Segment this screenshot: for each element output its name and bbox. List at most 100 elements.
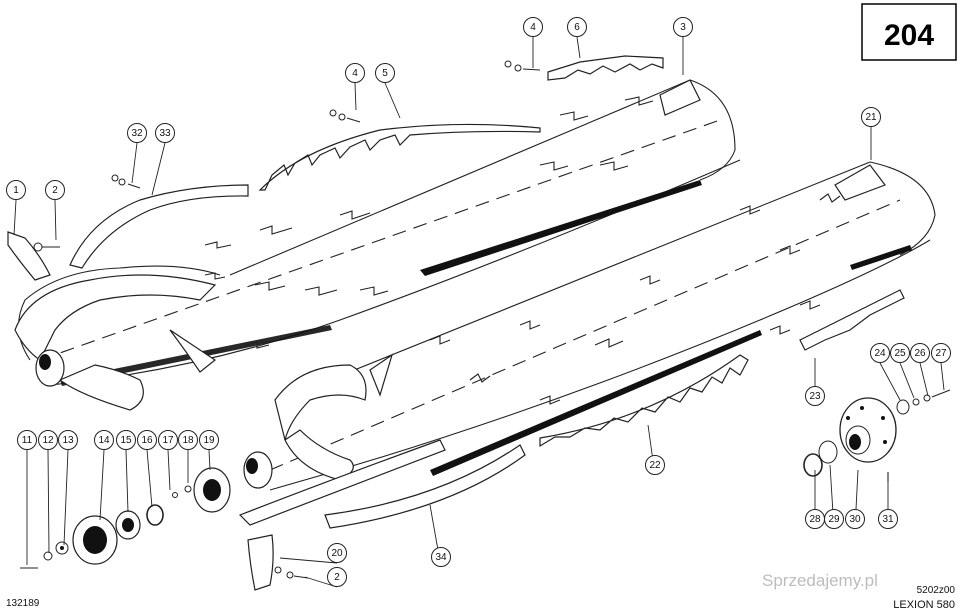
- callout-21: 21: [861, 107, 881, 160]
- callout-number: 31: [882, 514, 894, 525]
- callout-leader: [99, 449, 105, 521]
- callout-number: 30: [849, 514, 861, 525]
- callout-number: 1: [13, 185, 19, 196]
- callout-number: 24: [874, 348, 886, 359]
- callout-circle: [178, 430, 198, 450]
- callout-30: 30: [845, 469, 865, 530]
- callout-33: 33: [151, 123, 175, 196]
- callout-31: 31: [878, 480, 898, 529]
- callout-20: 20: [279, 543, 347, 564]
- callout-32: 32: [127, 123, 147, 184]
- callout-circle: [94, 430, 114, 450]
- callout-11: 11: [17, 430, 37, 565]
- bolt-set-4a: [329, 109, 361, 123]
- upper-rotor-drawing: [14, 79, 741, 411]
- callout-number: 15: [120, 435, 132, 446]
- callout-3: 3: [673, 17, 693, 75]
- callout-number: 34: [435, 552, 447, 563]
- blade-strip-5: [258, 123, 541, 191]
- callout-circle: [673, 17, 693, 37]
- callout-circle: [116, 430, 136, 450]
- callout-circle: [6, 180, 26, 200]
- callout-circle: [645, 455, 665, 475]
- callout-circle: [805, 386, 825, 406]
- bolt-set-4b: [504, 60, 541, 72]
- callout-15: 15: [116, 430, 136, 513]
- callout-number: 5: [382, 68, 388, 79]
- callout-leader: [47, 449, 50, 554]
- callout-27: 27: [931, 343, 951, 391]
- callout-number: 12: [42, 435, 54, 446]
- bolt-set-32: [111, 174, 141, 189]
- callout-circle: [38, 430, 58, 450]
- callout-leader: [919, 362, 929, 397]
- callout-circle: [127, 123, 147, 143]
- callout-circle: [327, 543, 347, 563]
- callout-number: 21: [865, 112, 877, 123]
- callout-leader: [125, 449, 129, 513]
- callout-circle: [327, 567, 347, 587]
- callout-number: 26: [914, 348, 926, 359]
- callout-number: 28: [809, 514, 821, 525]
- callout-number: 6: [574, 22, 580, 33]
- callout-6: 6: [567, 17, 587, 59]
- lower-rotor-drawing: [243, 161, 936, 491]
- callout-number: 2: [334, 572, 340, 583]
- callout-5: 5: [375, 63, 401, 119]
- strip-33: [69, 184, 249, 269]
- callout-16: 16: [137, 430, 157, 508]
- callout-leader: [146, 449, 153, 508]
- callout-leader: [208, 449, 211, 471]
- drive-parts: [20, 467, 231, 569]
- callout-12: 12: [38, 430, 58, 554]
- callout-4: 4: [523, 17, 543, 68]
- callout-circle: [375, 63, 395, 83]
- model-label: LEXION 580: [893, 599, 955, 611]
- callout-leader: [63, 449, 69, 546]
- callout-circle: [199, 430, 219, 450]
- callout-leader: [899, 362, 915, 399]
- callout-circle: [824, 509, 844, 529]
- callout-circle: [155, 123, 175, 143]
- callout-circle: [158, 430, 178, 450]
- callout-number: 4: [352, 68, 358, 79]
- callout-circle: [431, 547, 451, 567]
- hub-parts: [803, 389, 951, 482]
- callout-leader: [279, 557, 338, 564]
- blade-strip-6: [547, 55, 664, 81]
- callout-leader: [151, 142, 166, 196]
- callout-leader: [131, 142, 138, 184]
- callout-circle: [45, 180, 65, 200]
- strip-23: [799, 289, 905, 351]
- callout-number: 11: [22, 435, 33, 446]
- callout-number: 14: [98, 435, 110, 446]
- callout-28: 28: [805, 470, 825, 529]
- callout-25: 25: [890, 343, 915, 399]
- callout-number: 33: [159, 128, 171, 139]
- callout-number: 17: [162, 435, 174, 446]
- callout-number: 20: [331, 548, 343, 559]
- callout-circle: [523, 17, 543, 37]
- drawing-code-right: 5202z00: [917, 585, 956, 596]
- callout-number: 2: [52, 185, 58, 196]
- callout-number: 19: [203, 435, 215, 446]
- callout-circle: [910, 343, 930, 363]
- callout-13: 13: [58, 430, 78, 546]
- callout-leader: [13, 199, 17, 236]
- callout-leader: [384, 82, 401, 119]
- callout-leader: [167, 449, 171, 491]
- drawing-code-left: 132189: [6, 598, 40, 609]
- callout-circle: [17, 430, 37, 450]
- page-number-box: 204: [861, 3, 957, 61]
- callout-1: 1: [6, 180, 26, 236]
- callout-leader: [576, 36, 581, 59]
- callout-34: 34: [429, 504, 451, 568]
- callout-circle: [861, 107, 881, 127]
- callout-29: 29: [824, 464, 844, 530]
- callout-number: 23: [809, 391, 821, 402]
- callout-circle: [58, 430, 78, 450]
- callout-number: 32: [131, 128, 143, 139]
- callout-4: 4: [345, 63, 365, 111]
